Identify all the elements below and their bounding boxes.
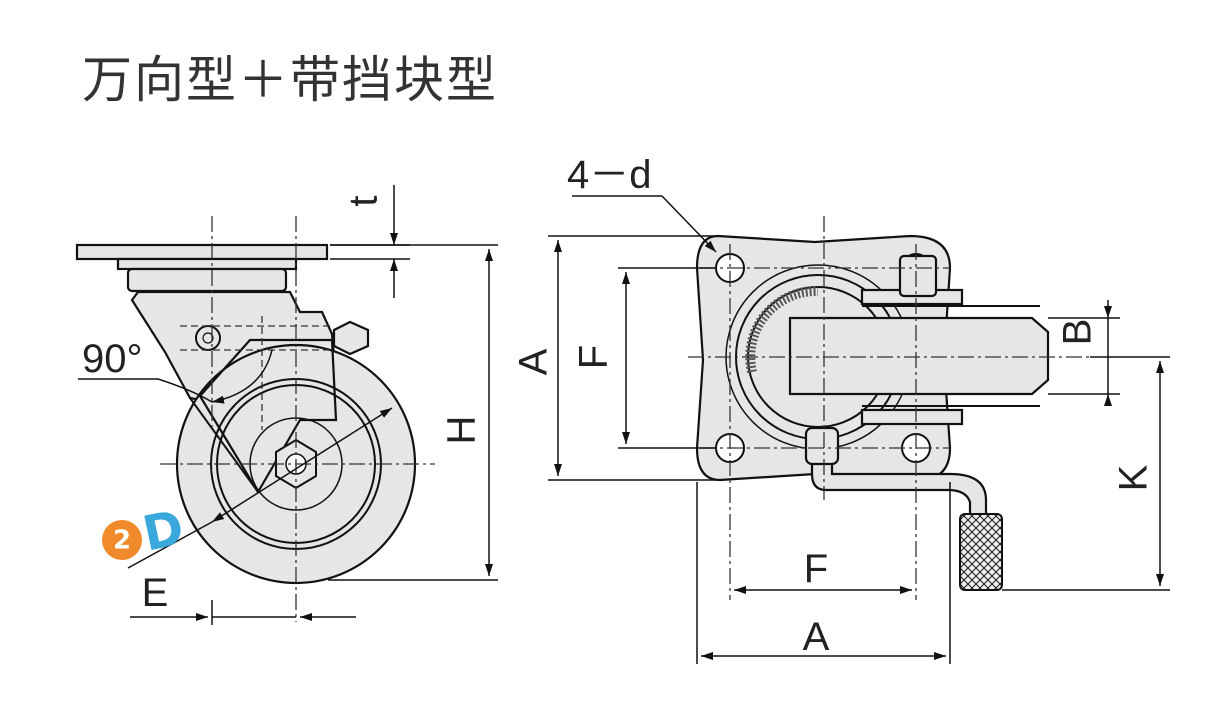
brake-stopper — [332, 320, 370, 356]
t-label: t — [342, 195, 386, 206]
d-leader — [127, 521, 213, 569]
d-dimension-line — [211, 407, 393, 523]
brake-bolt-hole — [202, 332, 214, 344]
k-label: K — [1112, 464, 1156, 491]
angle-arc — [211, 349, 273, 404]
hole-leader — [661, 195, 717, 253]
a-horizontal-label: A — [803, 615, 830, 659]
swivel-race — [116, 257, 298, 271]
badge-circle — [102, 520, 142, 560]
brake-bolt — [195, 325, 221, 351]
e-label: E — [142, 571, 169, 615]
f-vertical-label: F — [572, 345, 616, 369]
side-view: t 90° H 2 D E — [75, 185, 498, 625]
brake-handle-grip — [959, 513, 1003, 591]
swivel-bearing — [126, 267, 288, 293]
a-vertical-label: A — [512, 348, 556, 375]
ball-track — [745, 285, 819, 374]
wheel-top — [788, 316, 1050, 396]
mounting-plate — [75, 243, 329, 261]
page-title: 万向型＋带挡块型 — [82, 51, 498, 109]
f-horizontal-label: F — [804, 547, 828, 591]
brake-lever — [810, 428, 988, 520]
angle-label: 90° — [82, 337, 143, 381]
brake-knob-top — [898, 254, 938, 298]
d-label: D — [138, 500, 189, 563]
h-label: H — [440, 416, 484, 445]
brake-rail-bottom — [860, 408, 964, 426]
b-label: B — [1056, 319, 1100, 346]
hole-spec-label: 4－d — [567, 153, 652, 197]
angle-leader-2 — [157, 378, 213, 403]
top-view: 4－d A F B K — [512, 153, 1170, 664]
badge-number: 2 — [113, 526, 131, 556]
lever-pivot — [804, 426, 840, 466]
